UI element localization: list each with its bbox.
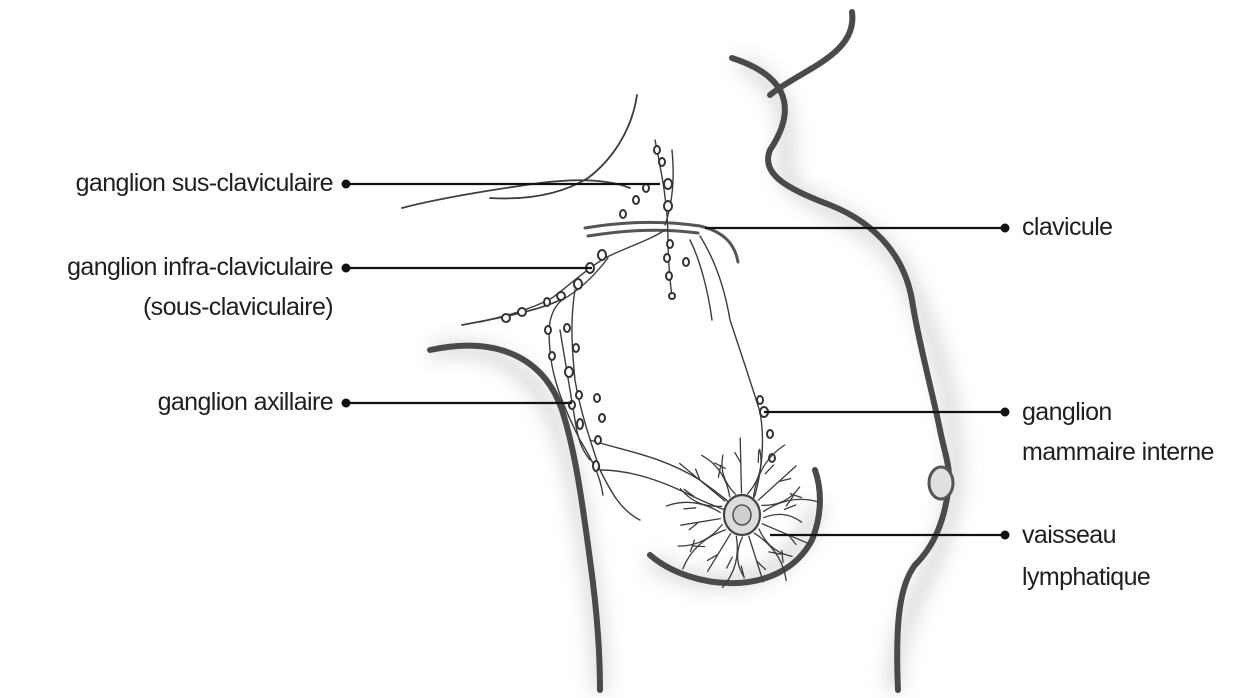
- lymph-branch: [740, 438, 741, 493]
- lymph-node: [664, 179, 672, 189]
- lymph-twig: [727, 557, 733, 568]
- lymph-node: [573, 344, 579, 352]
- lymph-node: [595, 436, 601, 444]
- lymph-node: [599, 414, 605, 422]
- lymph-node: [574, 279, 582, 289]
- lymph-branch: [683, 530, 726, 569]
- lymph-branch: [708, 534, 731, 572]
- leader-dot: [1001, 408, 1010, 417]
- lymph-node: [633, 196, 639, 204]
- lymph-node: [757, 396, 763, 404]
- label-supraclavicular-node: ganglion sus-claviculaire: [76, 166, 333, 200]
- label-lymph-vessel-line2: lymphatique: [1022, 560, 1150, 594]
- lymph-branch: [667, 502, 721, 512]
- label-infraclavicular-alt: (sous-claviculaire): [143, 290, 333, 324]
- lymph-node: [659, 158, 665, 166]
- lymph-twig: [765, 465, 773, 474]
- lymph-node: [654, 146, 660, 154]
- leader-dot: [342, 264, 351, 273]
- lymph-node: [576, 391, 582, 399]
- lymph-node: [669, 293, 675, 299]
- lymph-node: [666, 272, 672, 280]
- lymph-branch: [758, 466, 796, 500]
- body-shadow: [432, 62, 955, 690]
- label-axillary-node: ganglion axillaire: [158, 385, 333, 419]
- lymph-branch: [678, 525, 722, 546]
- lymph-branch: [764, 514, 802, 522]
- lymph-node: [664, 254, 670, 262]
- lymph-branch: [722, 455, 735, 494]
- areola: [724, 495, 760, 535]
- lymph-twig: [684, 508, 696, 509]
- lymph-node: [683, 258, 689, 266]
- lymph-node: [545, 326, 551, 334]
- label-lymph-vessel-line1: vaisseau: [1022, 518, 1116, 552]
- right-nipple: [929, 467, 953, 499]
- leader-lines: [346, 184, 1005, 535]
- leader-dot: [342, 399, 351, 408]
- label-internal-mammary-line2: mammaire interne: [1022, 435, 1214, 469]
- leader-dots: [342, 180, 1010, 540]
- lymph-twig: [758, 450, 759, 462]
- lymph-node: [557, 292, 565, 300]
- lymph-node: [767, 430, 773, 438]
- lymph-node: [549, 352, 555, 360]
- lymph-node: [564, 324, 570, 332]
- lymph-node: [594, 394, 600, 402]
- lymph-node: [577, 419, 583, 429]
- body-outline: [430, 12, 949, 690]
- neck-lines: [402, 95, 637, 325]
- lymph-twig: [693, 546, 705, 547]
- label-internal-mammary-line1: ganglion: [1022, 395, 1112, 429]
- leader-dot: [1001, 531, 1010, 540]
- lymph-twig: [735, 452, 741, 462]
- label-infraclavicular-node: ganglion infra-claviculaire: [67, 250, 333, 284]
- lymph-node: [667, 240, 673, 248]
- lymph-node: [643, 184, 649, 192]
- lymph-branch: [681, 519, 721, 526]
- label-clavicle: clavicule: [1022, 210, 1112, 244]
- lymph-node: [565, 367, 573, 377]
- lymph-node: [518, 308, 526, 316]
- lymph-node: [544, 298, 550, 306]
- lymph-node: [664, 201, 672, 211]
- lymph-node: [502, 314, 510, 322]
- leader-dot: [342, 180, 351, 189]
- lymph-node: [620, 210, 626, 218]
- lymph-node: [593, 461, 599, 471]
- lymph-branch: [702, 455, 730, 497]
- leader-dot: [1001, 224, 1010, 233]
- lymph-node: [598, 250, 606, 260]
